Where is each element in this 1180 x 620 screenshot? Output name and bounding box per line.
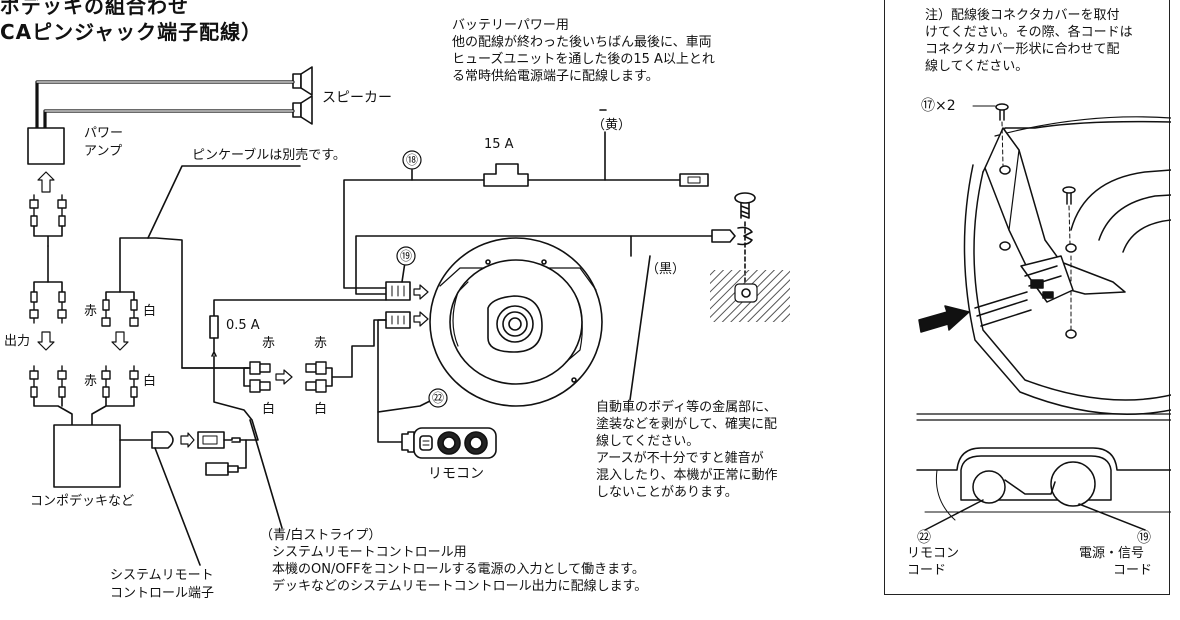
output-label: 出力 <box>4 334 31 349</box>
label-white-2: 白 <box>143 374 157 389</box>
remote-wire-note-title: （青/白ストライプ） <box>260 528 382 543</box>
fuse-15a-label: 15 A <box>484 137 514 152</box>
fuse-05a-icon <box>209 315 219 339</box>
power-cord-label-1: 電源・信号 <box>1079 546 1145 561</box>
component-deck-label: コンポデッキなど <box>30 494 135 509</box>
connector-cover-panel: 注）配線後コネクタカバーを取付 けてください。その際、各コードは コネクタカバー… <box>884 0 1171 595</box>
remote-wire-note-line1: システムリモートコントロール用 <box>272 545 467 560</box>
wired-remote-icon <box>401 427 497 459</box>
rca-adapter-right <box>305 361 327 393</box>
label-white-3: 白 <box>262 402 276 417</box>
power-cord-label-2: コード <box>1113 563 1153 578</box>
panel-note-line1: 注）配線後コネクタカバーを取付 <box>925 8 1120 23</box>
label-red-2: 赤 <box>84 374 98 389</box>
fuse-15a-icon <box>483 163 529 187</box>
speaker-label: スピーカー <box>322 90 392 106</box>
battery-note-line2: ヒューズユニットを通した後の15 A以上とれ <box>452 52 715 67</box>
ground-note-line4: アースが不十分ですと雑音が <box>596 451 764 466</box>
power-amp-box <box>27 127 65 165</box>
system-remote-terminal-1: システムリモート <box>110 568 214 583</box>
callout-22: ㉒ <box>432 391 445 405</box>
ground-note-line6: しないことがあります。 <box>596 485 738 500</box>
battery-note-title: バッテリーパワー用 <box>452 18 569 33</box>
connector-cover-illustration <box>916 103 1171 531</box>
panel-note-line3: コネクタカバー形状に合わせて配 <box>925 42 1120 57</box>
speaker-icon-bottom <box>292 95 313 125</box>
rca-plug-pair-deck-right <box>101 365 139 398</box>
ground-note-line5: 混入したり、本機が正常に動作 <box>596 468 778 483</box>
speaker-icon-top <box>292 66 313 96</box>
callout-18: ⑱ <box>406 153 419 167</box>
callout-19: ⑲ <box>400 249 413 263</box>
rca-plug-pair-out <box>29 291 67 324</box>
label-red-1: 赤 <box>84 304 98 319</box>
remote-connector-plug <box>151 431 241 476</box>
rca-adapter-left <box>249 361 271 393</box>
page-title-line1: ポデッキの組合わせ <box>0 0 189 18</box>
remote-cord-label-2: コード <box>907 563 947 578</box>
screw-icon-2 <box>1062 186 1076 205</box>
arrow-right-icon-19b <box>413 311 429 327</box>
component-deck-box <box>53 424 121 488</box>
arrow-down-icon-left <box>37 331 55 351</box>
label-red-4: 赤 <box>314 336 328 351</box>
power-amp-label-2: アンプ <box>84 144 123 159</box>
speaker-unit <box>429 237 603 407</box>
system-remote-terminal-2: コントロール端子 <box>110 586 215 601</box>
label-white-1: 白 <box>143 304 157 319</box>
ground-note-line2: 塗装などを剥がして、確実に配 <box>596 417 777 432</box>
panel-label-22: ㉒ <box>917 530 931 546</box>
rca-plug-pair-deck-left <box>29 365 67 398</box>
remote-wire-note-line3: デッキなどのシステムリモートコントロール出力に配線します。 <box>272 579 648 594</box>
fuse-05a-label: 0.5 A <box>226 318 260 333</box>
pin-cable-note: ピンケーブルは別売です。 <box>192 148 346 163</box>
screw-icon-1 <box>995 103 1009 121</box>
black-label: （黒） <box>646 262 686 277</box>
label-red-3: 赤 <box>262 336 276 351</box>
battery-note-line3: る常時供給電源端子に配線します。 <box>452 69 659 84</box>
ground-terminal-icon <box>711 229 736 243</box>
remote-wire-note-line2: 本機のON/OFFをコントロールする電源の入力として働きます。 <box>272 562 645 577</box>
panel-note-line2: けてください。その際、各コードは <box>925 25 1133 40</box>
wiring-diagram <box>27 66 790 566</box>
ground-note-line3: 線してください。 <box>596 434 700 449</box>
arrow-right-icon-rca <box>275 369 293 385</box>
ground-screw-icon <box>734 192 756 219</box>
remote-label: リモコン <box>428 466 484 482</box>
cord-22-circle <box>972 470 1006 504</box>
cord-19-circle <box>1050 461 1096 507</box>
rca-plug-pair-amp <box>29 194 67 227</box>
connector-19 <box>385 281 411 329</box>
label-white-4: 白 <box>314 402 328 417</box>
power-amp-label-1: パワー <box>84 126 124 141</box>
arrow-right-icon-19a <box>413 284 429 300</box>
rca-plug-pair-b-top <box>101 299 139 327</box>
remote-cord-label-1: リモコン <box>907 546 960 561</box>
arrow-up-icon <box>37 171 55 193</box>
big-arrow-icon <box>918 305 970 333</box>
panel-label-19: ⑲ <box>1137 530 1151 546</box>
arrow-down-icon-right <box>111 331 129 351</box>
page-title-line2: CAピンジャック端子配線） <box>0 20 263 44</box>
panel-note-line4: 線してください。 <box>925 59 1029 74</box>
yellow-label: （黄） <box>592 118 632 133</box>
screw-count-label: ⑰×2 <box>921 98 956 114</box>
battery-note-line1: 他の配線が終わった後いちばん最後に、車両 <box>452 35 712 50</box>
ground-note-line1: 自動車のボディ等の金属部に、 <box>596 400 777 415</box>
